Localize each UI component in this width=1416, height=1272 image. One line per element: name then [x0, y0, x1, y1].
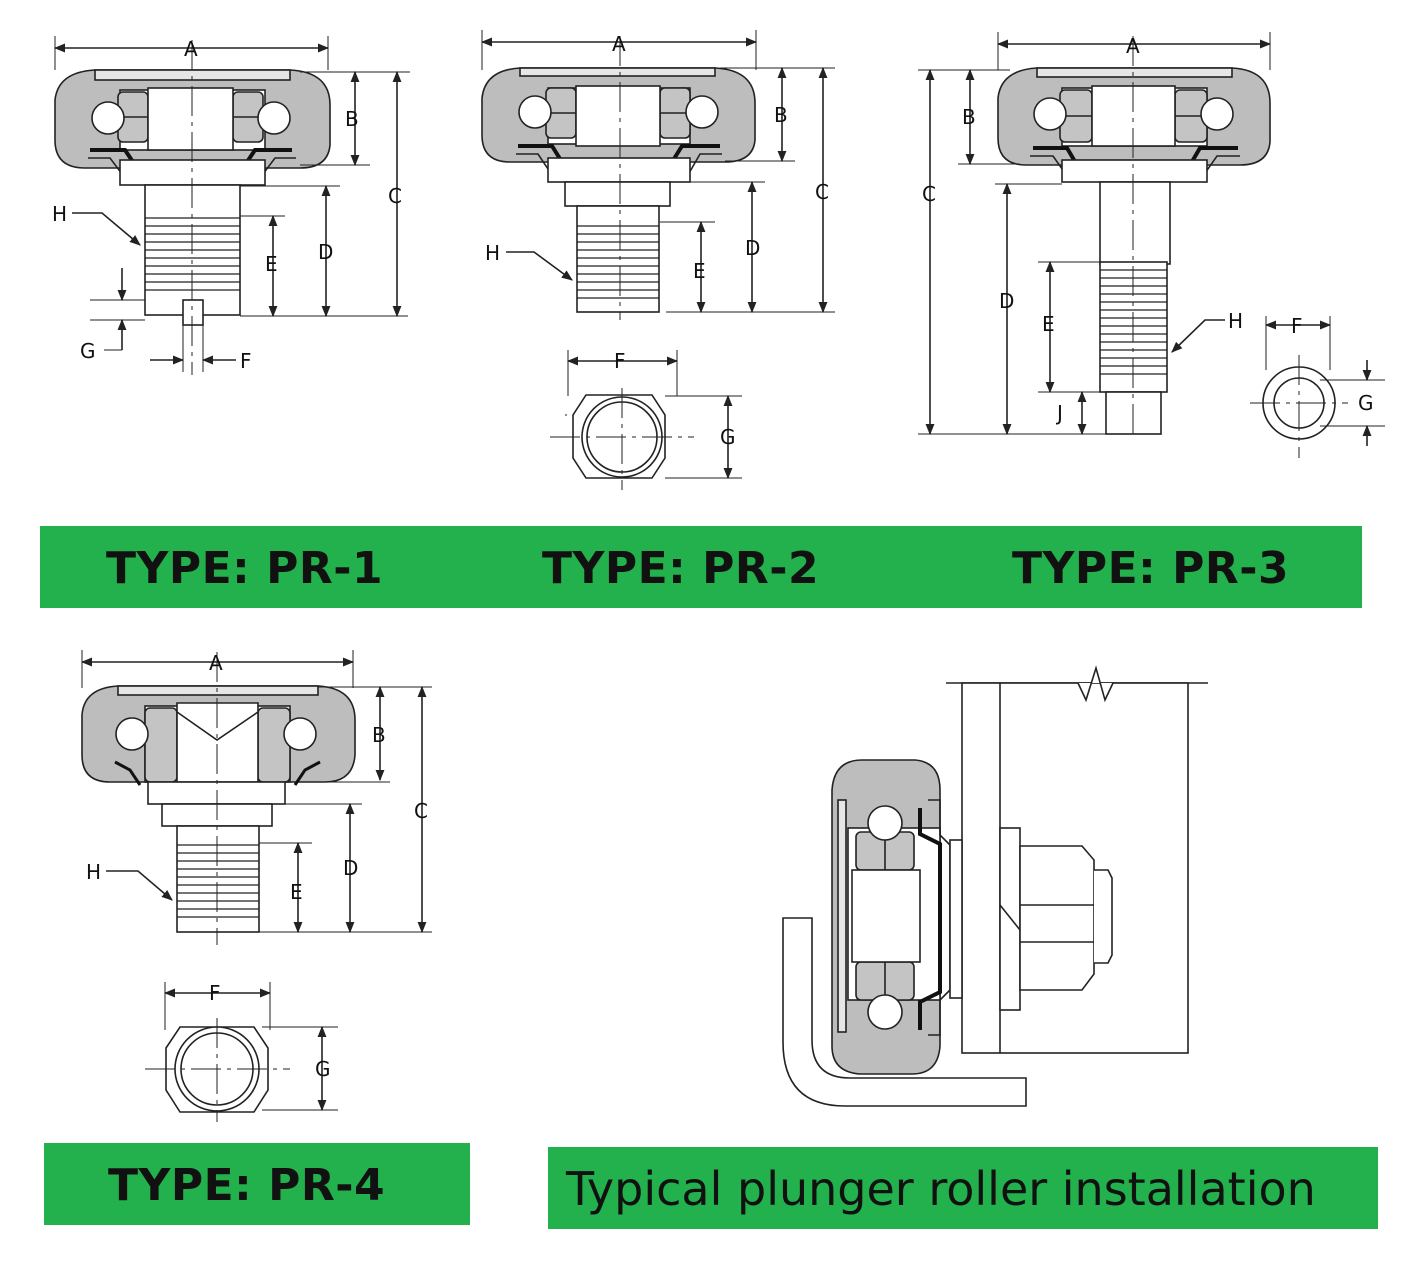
pr1-label-b: B	[345, 107, 359, 131]
pr4-label-e: E	[290, 880, 303, 904]
pr1-label-f: F	[240, 349, 252, 373]
pr3-label-g: G	[1358, 391, 1374, 415]
pr3-label-j: J	[1055, 401, 1063, 425]
pr4-label-f: F	[209, 981, 221, 1005]
pr1-label-h: H	[52, 202, 67, 226]
pr4-label-h: H	[86, 860, 101, 884]
pr1-labels: A B C D E F G H	[52, 37, 402, 373]
pr3-label-d: D	[999, 289, 1014, 313]
type-banner-pr4: TYPE: PR-4	[44, 1143, 470, 1225]
pr2-labels: A B C D E H F G	[485, 32, 829, 449]
pr4-labels: A B C D E H F G	[86, 651, 428, 1081]
installation-drawing	[782, 665, 1208, 1107]
pr2-label-h: H	[485, 241, 500, 265]
pr2-label-g: G	[720, 425, 736, 449]
installation-banner: Typical plunger roller installation	[548, 1147, 1378, 1229]
pr2-label-a: A	[612, 32, 626, 56]
pr1-label-a: A	[184, 37, 198, 61]
pr3-label-c: C	[922, 182, 936, 206]
pr3-label-a: A	[1126, 34, 1140, 58]
pr1-label-d: D	[318, 240, 333, 264]
pr3-label-f: F	[1291, 314, 1303, 338]
pr4-label-g: G	[315, 1057, 331, 1081]
pr2-label-e: E	[693, 259, 706, 283]
type-pr3-label: TYPE: PR-3	[1012, 543, 1290, 594]
pr3-label-e: E	[1042, 312, 1055, 336]
pr3-drawing	[918, 32, 1385, 458]
pr1-drawing	[53, 36, 410, 375]
type-pr2-label: TYPE: PR-2	[542, 543, 820, 594]
pr4-label-b: B	[372, 723, 386, 747]
pr2-label-d: D	[745, 236, 760, 260]
pr2-drawing	[480, 30, 835, 490]
pr1-label-c: C	[388, 184, 402, 208]
pr2-label-c: C	[815, 180, 829, 204]
type-banner-top: TYPE: PR-1 TYPE: PR-2 TYPE: PR-3	[40, 526, 1362, 608]
type-pr1-label: TYPE: PR-1	[106, 543, 384, 594]
pr2-label-b: B	[774, 103, 788, 127]
pr1-label-e: E	[265, 252, 278, 276]
pr4-label-c: C	[414, 799, 428, 823]
pr4-label-d: D	[343, 856, 358, 880]
pr3-labels: A B C D E J H F G	[922, 34, 1374, 425]
installation-caption: Typical plunger roller installation	[566, 1162, 1316, 1216]
pr1-label-g: G	[80, 339, 96, 363]
pr4-label-a: A	[209, 651, 223, 675]
pr4-drawing	[80, 650, 432, 1122]
pr3-label-h: H	[1228, 309, 1243, 333]
type-pr4-label: TYPE: PR-4	[108, 1160, 386, 1211]
pr3-label-b: B	[962, 105, 976, 129]
pr2-label-f: F	[614, 349, 626, 373]
